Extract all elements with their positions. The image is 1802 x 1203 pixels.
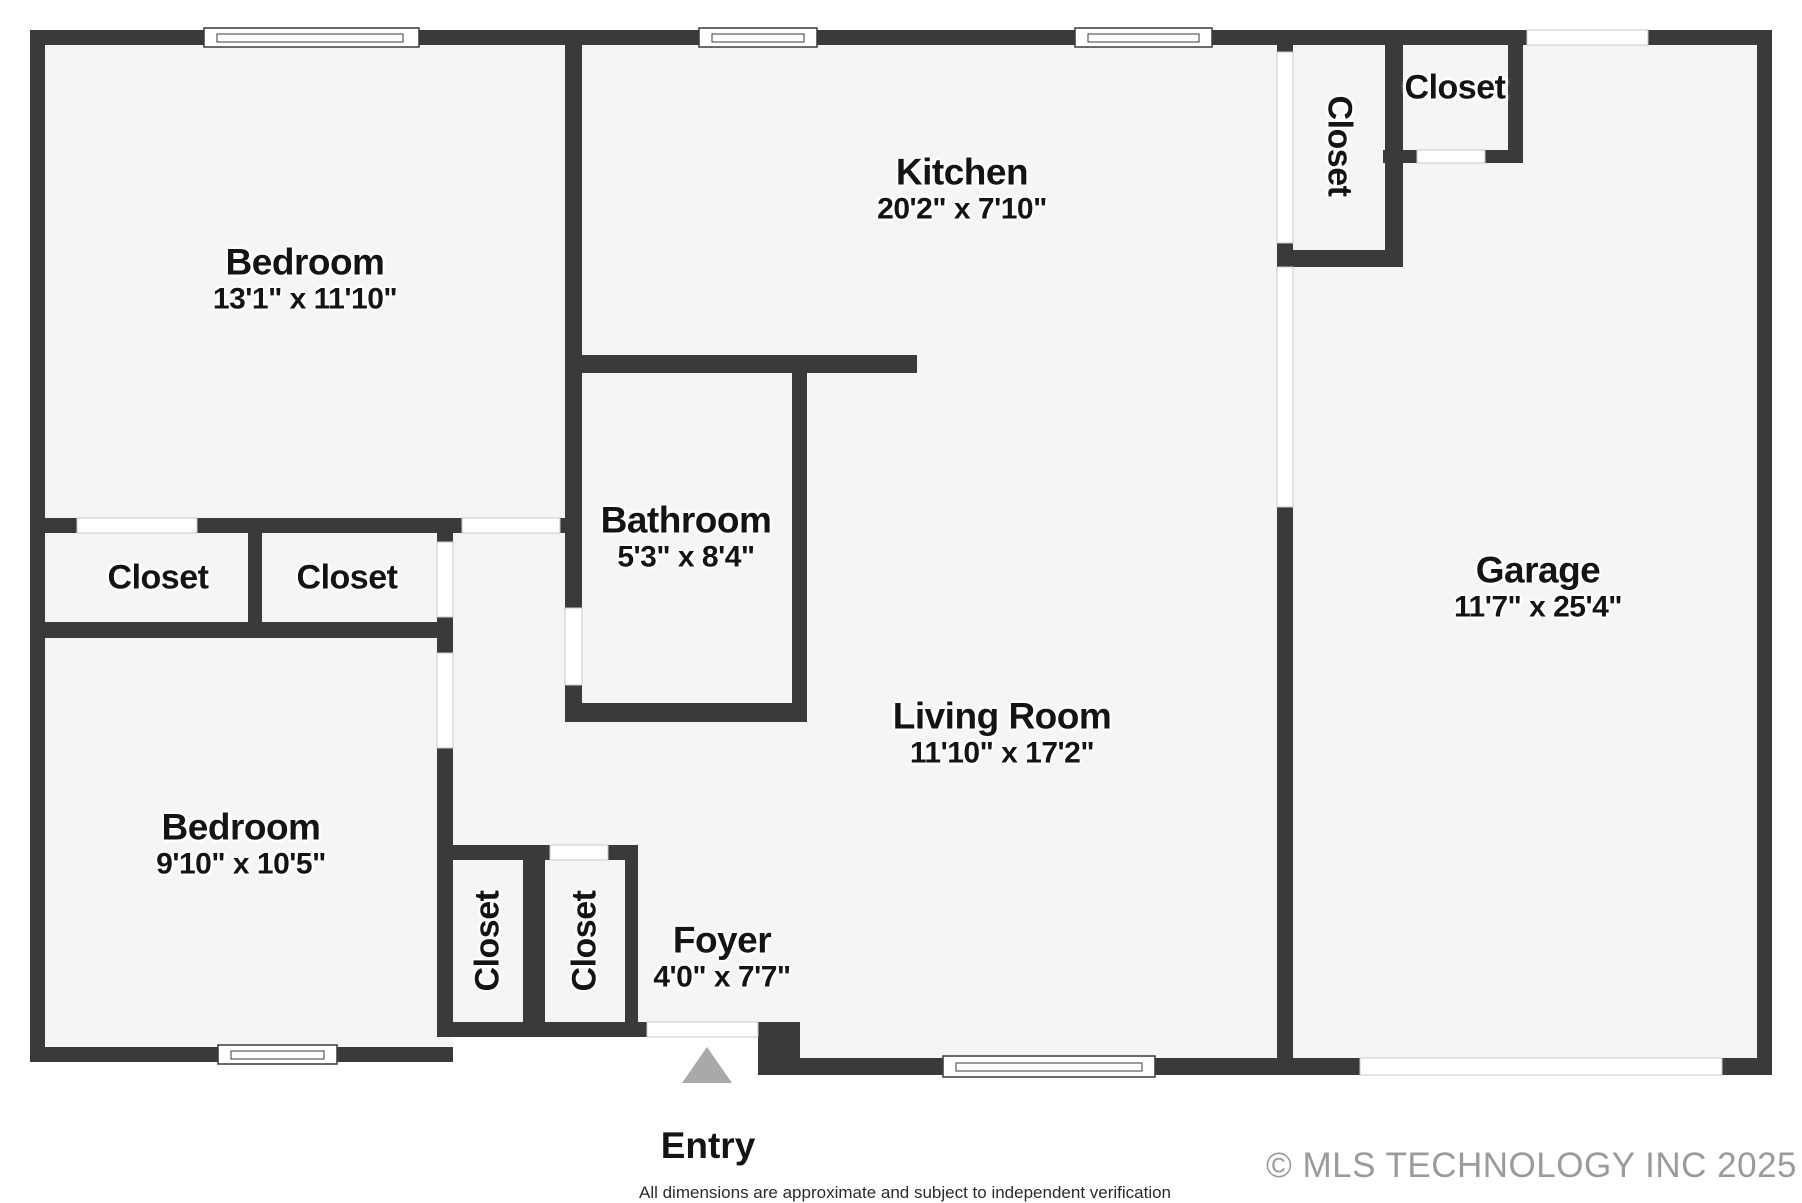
floor-area: [30, 30, 1772, 1075]
disclaimer-text: All dimensions are approximate and subje…: [638, 1183, 1172, 1202]
room-label-bathroom: Bathroom 5'3" x 8'4": [600, 499, 772, 574]
window-icon: [217, 1044, 338, 1065]
room-dims: 9'10" x 10'5": [156, 847, 326, 881]
room-name: Foyer: [672, 919, 772, 961]
room-label-garage: Garage 11'7" x 25'4": [1453, 549, 1623, 624]
room-name: Kitchen: [895, 151, 1029, 193]
room-label-bedroom-1: Bedroom 13'1" x 11'10": [212, 241, 398, 316]
window-icon: [1074, 27, 1213, 48]
copyright-text: © MLS TECHNOLOGY INC 2025: [1265, 1146, 1797, 1185]
room-name: Living Room: [892, 695, 1112, 737]
closet-label-hall-right: Closet: [296, 558, 398, 597]
window-icon: [698, 27, 818, 48]
room-dims: 11'10" x 17'2": [909, 736, 1095, 770]
room-dims: 11'7" x 25'4": [1453, 590, 1623, 624]
room-dims: 13'1" x 11'10": [212, 282, 398, 316]
room-name: Garage: [1475, 549, 1601, 591]
room-label-bedroom-2: Bedroom 9'10" x 10'5": [156, 806, 326, 881]
entry-arrow-icon: [682, 1047, 732, 1083]
closet-label-foyer-right: Closet: [565, 890, 604, 992]
room-label-kitchen: Kitchen 20'2" x 7'10": [877, 151, 1047, 226]
window-icon: [942, 1055, 1156, 1078]
room-dims: 4'0" x 7'7": [653, 960, 791, 994]
entry-label: Entry: [660, 1125, 756, 1166]
room-dims: 5'3" x 8'4": [617, 540, 755, 574]
closet-label-garage-corner: Closet: [1404, 68, 1506, 107]
closet-label-hall-left: Closet: [107, 558, 209, 597]
room-label-foyer: Foyer 4'0" x 7'7": [653, 919, 791, 994]
door-openings: [76, 29, 1723, 1076]
room-name: Bedroom: [161, 806, 321, 848]
room-label-living-room: Living Room 11'10" x 17'2": [892, 695, 1112, 770]
room-name: Bedroom: [225, 241, 385, 283]
closet-label-pantry: Closet: [1320, 95, 1359, 197]
room-name: Bathroom: [600, 499, 772, 541]
room-dims: 20'2" x 7'10": [877, 192, 1047, 226]
windows: [203, 27, 1213, 1078]
closet-label-foyer-left: Closet: [468, 890, 507, 992]
window-icon: [203, 27, 420, 48]
